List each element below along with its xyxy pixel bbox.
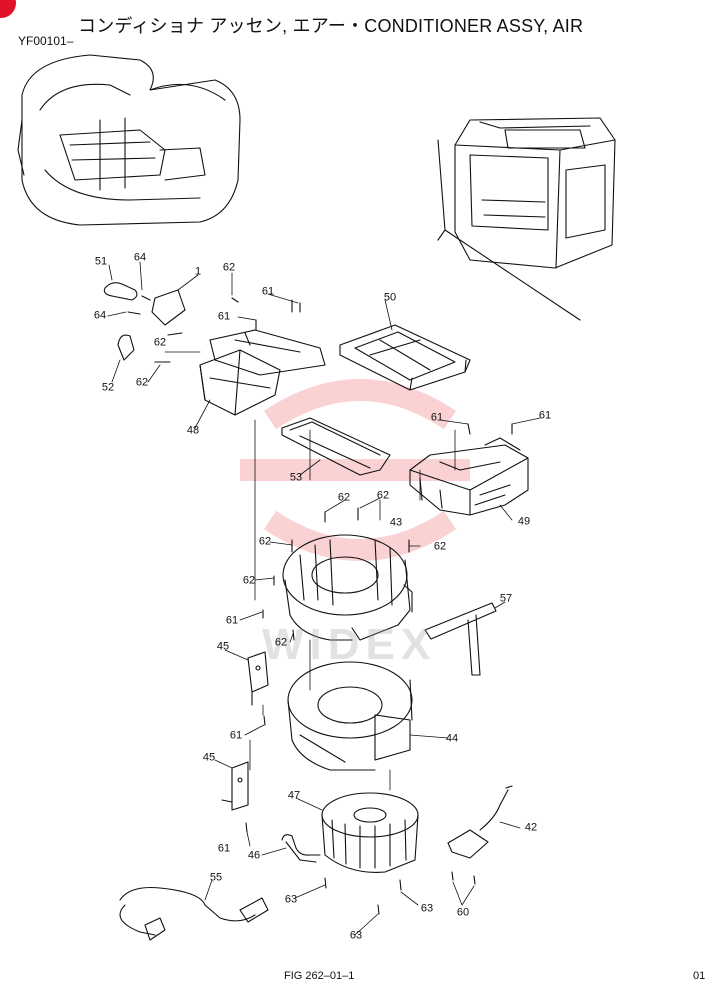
callout-62: 62 — [274, 636, 288, 649]
part-45-bracket-lower — [221, 761, 249, 811]
callout-63: 63 — [284, 893, 298, 906]
callout-44: 44 — [445, 732, 459, 745]
callout-61: 61 — [430, 411, 444, 424]
callout-42: 42 — [524, 821, 538, 834]
callout-55: 55 — [209, 871, 223, 884]
part-55-harness — [119, 886, 269, 941]
callout-62: 62 — [242, 574, 256, 587]
figure-number: FIG 262–01–1 — [284, 970, 355, 982]
leader-lines — [107, 261, 541, 936]
callout-61: 61 — [217, 310, 231, 323]
callout-62: 62 — [258, 535, 272, 548]
screw-fasteners — [231, 297, 513, 915]
part-44-lower-case — [287, 661, 413, 771]
callout-62: 62 — [337, 491, 351, 504]
callout-62: 62 — [153, 336, 167, 349]
callout-63: 63 — [420, 902, 434, 915]
part-47-blower-motor — [321, 792, 419, 873]
callout-51: 51 — [94, 255, 108, 268]
page-title: コンディショナ アッセン, エアー・CONDITIONER ASSY, AIR — [78, 16, 584, 36]
part-48-duct — [199, 329, 326, 416]
callout-62: 62 — [135, 376, 149, 389]
callout-61: 61 — [229, 729, 243, 742]
part-46-hose — [281, 834, 321, 863]
callout-57: 57 — [499, 592, 513, 605]
part-50-filter-cover — [339, 324, 471, 391]
callout-62: 62 — [222, 261, 236, 274]
callout-45: 45 — [216, 640, 230, 653]
callout-60: 60 — [456, 906, 470, 919]
part-53-filter — [281, 417, 391, 476]
callout-64: 64 — [133, 251, 147, 264]
watermark-text: WIDEX — [262, 620, 437, 669]
part-42-resistor — [447, 785, 513, 859]
callout-61: 61 — [217, 842, 231, 855]
callout-63: 63 — [349, 929, 363, 942]
callout-46: 46 — [247, 849, 261, 862]
callout-61: 61 — [538, 409, 552, 422]
callout-64: 64 — [93, 309, 107, 322]
callout-49: 49 — [517, 515, 531, 528]
callout-50: 50 — [383, 291, 397, 304]
callout-43: 43 — [389, 516, 403, 529]
figure-code: YF00101– — [18, 34, 74, 48]
callout-1: 1 — [194, 265, 202, 278]
callout-45: 45 — [202, 751, 216, 764]
part-45-bracket-upper — [247, 651, 269, 706]
callout-47: 47 — [287, 789, 301, 802]
part-1-bracket — [103, 282, 186, 363]
vehicle-overview-sketch — [17, 54, 241, 226]
callout-48: 48 — [186, 424, 200, 437]
part-49-intake-housing — [409, 437, 529, 516]
callout-53: 53 — [289, 471, 303, 484]
assembled-unit-sketch — [437, 117, 616, 321]
callout-61: 61 — [261, 285, 275, 298]
callout-62: 62 — [376, 489, 390, 502]
part-57-seal — [424, 602, 497, 676]
callout-62: 62 — [433, 540, 447, 553]
callout-61: 61 — [225, 614, 239, 627]
watermark-logo — [240, 379, 470, 561]
part-43-upper-case — [282, 534, 413, 641]
callout-52: 52 — [101, 381, 115, 394]
page-number: 01 — [693, 970, 706, 982]
